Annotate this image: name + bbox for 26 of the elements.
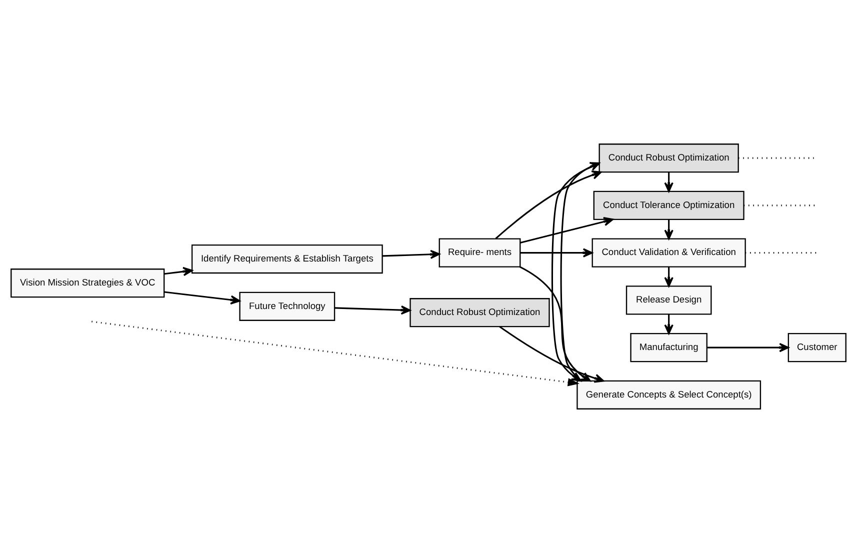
node-box: Future Technology <box>239 292 336 321</box>
arrow <box>164 266 193 276</box>
node-box: Manufacturing <box>630 333 708 362</box>
node-box: Generate Concepts & Select Concept(s) <box>576 380 762 410</box>
node-box: Conduct Validation & Verification <box>592 238 746 268</box>
arrow <box>499 326 604 383</box>
arrow <box>495 170 602 240</box>
node-box: Customer <box>788 333 846 362</box>
arrow <box>664 314 674 334</box>
node-box: Identify Requirements & Establish Targets <box>191 244 383 274</box>
arrow <box>664 266 674 287</box>
arrow <box>519 266 591 382</box>
node-box: Conduct Tolerance Optimization <box>593 190 744 220</box>
node-box: Conduct Robust Optimization <box>410 298 550 328</box>
node-box: Release Design <box>626 286 712 315</box>
arrow <box>664 220 674 240</box>
arrow <box>334 305 411 315</box>
arrow <box>164 291 240 304</box>
arrow <box>707 342 790 352</box>
node-box: Vision Mission Strategies & VOC <box>10 268 165 298</box>
node-box: Conduct Robust Optimization <box>598 144 739 173</box>
arrow <box>520 217 614 244</box>
node-box: Require- ments <box>438 238 521 268</box>
arrow <box>664 172 674 192</box>
arrow <box>520 248 593 258</box>
arrow <box>382 250 440 259</box>
